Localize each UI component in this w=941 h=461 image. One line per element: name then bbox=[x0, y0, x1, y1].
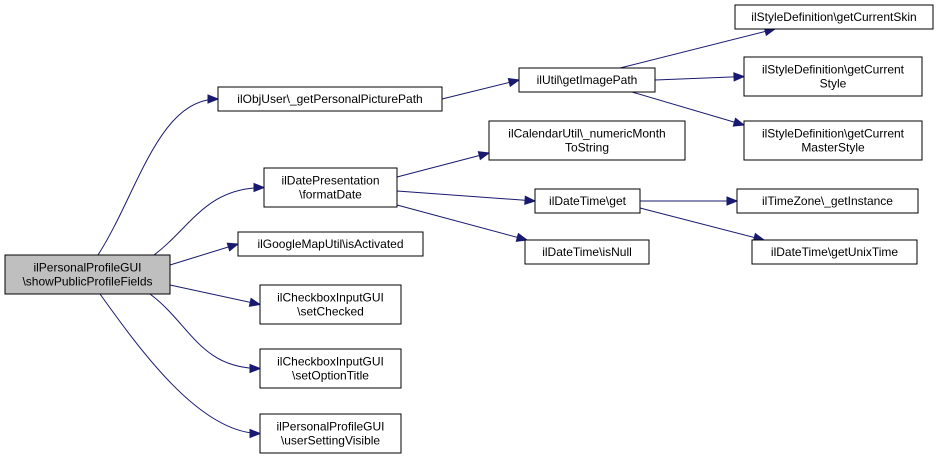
node-get-current-skin[interactable]: ilStyleDefinition\getCurrentSkin bbox=[734, 4, 934, 30]
edge-root-to-set-checked bbox=[169, 284, 262, 307]
node-label-line: Style bbox=[820, 77, 847, 91]
node-label-line: ilCheckboxInputGUI bbox=[277, 291, 384, 305]
node-box bbox=[743, 56, 923, 97]
node-label-line: ilStyleDefinition\getCurrentSkin bbox=[751, 10, 916, 24]
node-label-line: \formatDate bbox=[299, 188, 362, 202]
arrowhead bbox=[207, 94, 220, 104]
node-label-line: ilCalendarUtil\_numericMonth bbox=[508, 127, 665, 141]
node-label-line: ilCheckboxInputGUI bbox=[277, 355, 384, 369]
node-label-line: ilPersonalProfileGUI bbox=[276, 420, 384, 434]
node-set-checked[interactable]: ilCheckboxInputGUI\setChecked bbox=[259, 284, 402, 325]
node-root[interactable]: ilPersonalProfileGUI\showPublicProfileFi… bbox=[4, 254, 171, 295]
node-box bbox=[259, 284, 402, 325]
node-box bbox=[263, 167, 398, 208]
node-label-line: ilStyleDefinition\getCurrent bbox=[762, 127, 905, 141]
edge-get-personal-picture-path-to-get-image-path bbox=[441, 77, 521, 100]
node-user-setting-visible[interactable]: ilPersonalProfileGUI\userSettingVisible bbox=[259, 413, 402, 454]
node-box bbox=[237, 231, 424, 257]
node-box bbox=[736, 188, 919, 214]
node-box bbox=[4, 254, 171, 295]
node-label-line: ToString bbox=[565, 141, 609, 155]
node-get-image-path[interactable]: ilUtil\getImagePath bbox=[518, 67, 656, 93]
node-dt-is-null[interactable]: ilDateTime\isNull bbox=[524, 239, 650, 265]
edges-layer bbox=[97, 26, 777, 439]
node-label-line: \setOptionTitle bbox=[292, 369, 369, 383]
node-box bbox=[259, 348, 402, 389]
node-label-line: ilPersonalProfileGUI bbox=[33, 261, 141, 275]
arrowhead bbox=[248, 297, 262, 307]
edge-root-to-is-activated bbox=[169, 242, 240, 266]
edge-root-to-set-option-title bbox=[149, 293, 262, 374]
node-box bbox=[518, 67, 656, 93]
node-box bbox=[751, 239, 918, 265]
node-format-date[interactable]: ilDatePresentation\formatDate bbox=[263, 167, 398, 208]
arrowhead bbox=[726, 196, 739, 206]
node-box bbox=[259, 413, 402, 454]
arrowhead bbox=[477, 151, 491, 161]
nodes-layer: ilPersonalProfileGUI\showPublicProfileFi… bbox=[4, 4, 934, 454]
node-label-line: MasterStyle bbox=[801, 141, 865, 155]
node-label-line: ilObjUser\_getPersonalPicturePath bbox=[237, 92, 422, 106]
arrowhead bbox=[733, 72, 746, 82]
node-box bbox=[524, 239, 650, 265]
edge-get-image-path-to-get-current-master-style bbox=[631, 91, 746, 127]
node-label-line: ilGoogleMapUtil\isActivated bbox=[257, 237, 403, 251]
node-get-personal-picture-path[interactable]: ilObjUser\_getPersonalPicturePath bbox=[217, 86, 443, 112]
edge-root-to-format-date bbox=[149, 182, 266, 259]
arrowhead bbox=[253, 182, 266, 193]
arrowhead bbox=[226, 242, 240, 252]
node-box bbox=[534, 188, 641, 214]
arrowhead bbox=[524, 195, 537, 205]
arrowhead bbox=[732, 117, 746, 127]
node-set-option-title[interactable]: ilCheckboxInputGUI\setOptionTitle bbox=[259, 348, 402, 389]
edge-root-to-get-personal-picture-path bbox=[97, 94, 220, 256]
edge-root-to-user-setting-visible bbox=[99, 293, 262, 439]
node-label-line: ilDatePresentation bbox=[281, 174, 379, 188]
arrowhead bbox=[507, 77, 521, 88]
edge-format-date-to-dt-get bbox=[396, 190, 537, 205]
node-get-unix-time[interactable]: ilDateTime\getUnixTime bbox=[751, 239, 918, 265]
node-label-line: \showPublicProfileFields bbox=[22, 275, 152, 289]
node-label-line: ilDateTime\getUnixTime bbox=[771, 245, 898, 259]
node-box bbox=[734, 4, 934, 30]
node-label-line: \setChecked bbox=[297, 305, 364, 319]
node-box bbox=[743, 120, 923, 161]
edge-format-date-to-dt-is-null bbox=[396, 204, 529, 242]
edge-format-date-to-numeric-month-to-string bbox=[396, 151, 491, 178]
arrowhead bbox=[249, 428, 262, 439]
edge-get-image-path-to-get-current-skin bbox=[619, 26, 777, 69]
node-label-line: ilDateTime\isNull bbox=[542, 245, 632, 259]
node-label-line: ilUtil\getImagePath bbox=[537, 73, 638, 87]
edge-get-image-path-to-get-current-style bbox=[654, 72, 746, 82]
node-label-line: \userSettingVisible bbox=[281, 434, 380, 448]
arrowhead bbox=[515, 232, 529, 242]
node-label-line: ilTimeZone\_getInstance bbox=[762, 194, 893, 208]
node-tz-get-instance[interactable]: ilTimeZone\_getInstance bbox=[736, 188, 919, 214]
node-box bbox=[488, 120, 686, 161]
node-is-activated[interactable]: ilGoogleMapUtil\isActivated bbox=[237, 231, 424, 257]
node-box bbox=[217, 86, 443, 112]
node-label-line: ilStyleDefinition\getCurrent bbox=[762, 63, 905, 77]
node-dt-get[interactable]: ilDateTime\get bbox=[534, 188, 641, 214]
node-label-line: ilDateTime\get bbox=[549, 194, 627, 208]
arrowhead bbox=[249, 363, 262, 374]
edge-dt-get-to-tz-get-instance bbox=[640, 196, 739, 206]
